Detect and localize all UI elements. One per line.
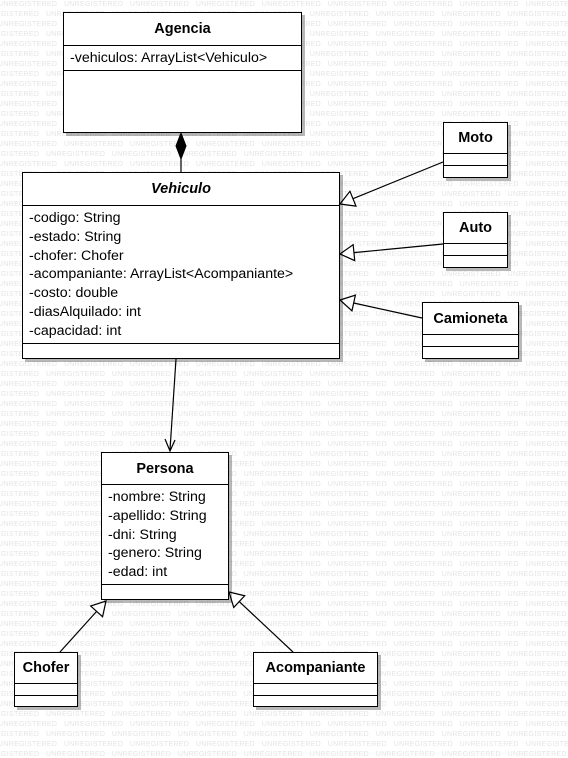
class-moto-name: Moto — [444, 123, 507, 154]
generalization-chofer-arrowhead — [89, 600, 107, 618]
attribute: -dni: String — [108, 526, 177, 543]
generalization-moto-line — [352, 161, 444, 200]
attribute: -chofer: Chofer — [29, 247, 124, 264]
class-vehiculo[interactable]: Vehiculo -codigo: String -estado: String… — [22, 172, 340, 359]
attribute: -codigo: String — [29, 210, 121, 226]
class-persona-operations — [102, 585, 228, 599]
class-agencia[interactable]: Agencia -vehiculos: ArrayList<Vehiculo> — [63, 12, 302, 133]
generalization-camioneta-arrowhead — [338, 294, 357, 312]
class-auto[interactable]: Auto — [443, 212, 508, 268]
attribute: -apellido: String — [108, 507, 207, 524]
class-chofer-name: Chofer — [15, 653, 77, 684]
class-acompaniante-operations — [254, 696, 377, 706]
attribute: -genero: String — [108, 545, 202, 562]
class-camioneta[interactable]: Camioneta — [422, 302, 519, 359]
class-persona-name: Persona — [102, 453, 228, 485]
class-acompaniante-attributes — [254, 684, 377, 696]
class-acompaniante-name: Acompaniante — [254, 653, 377, 684]
generalization-auto-line — [353, 243, 444, 254]
class-auto-attributes — [444, 244, 507, 256]
class-moto[interactable]: Moto — [443, 122, 508, 178]
generalization-acompaniante-line — [238, 601, 294, 653]
class-vehiculo-operations — [23, 344, 339, 358]
class-auto-name: Auto — [444, 213, 507, 244]
class-camioneta-attributes — [423, 335, 518, 347]
class-chofer[interactable]: Chofer — [14, 652, 78, 707]
class-camioneta-operations — [423, 347, 518, 358]
attribute: -vehiculos: ArrayList<Vehiculo> — [70, 50, 268, 66]
attribute: -diasAlquilado: int — [29, 303, 141, 320]
generalization-camioneta-line — [353, 302, 423, 319]
generalization-acompaniante-arrowhead — [228, 591, 246, 609]
class-vehiculo-name: Vehiculo — [23, 173, 339, 206]
association-line — [169, 358, 177, 451]
class-agencia-attributes: -vehiculos: ArrayList<Vehiculo> — [64, 46, 301, 71]
generalization-chofer-line — [59, 610, 98, 653]
generalization-moto-arrowhead — [338, 190, 357, 207]
class-acompaniante[interactable]: Acompaniante — [253, 652, 378, 707]
class-persona-attributes: -nombre: String -apellido: String -dni: … — [102, 485, 228, 585]
class-chofer-attributes — [15, 684, 77, 696]
class-camioneta-name: Camioneta — [423, 303, 518, 335]
attribute: -estado: String — [29, 228, 122, 245]
class-moto-operations — [444, 166, 507, 177]
generalization-auto-arrowhead — [338, 243, 356, 262]
class-agencia-name: Agencia — [64, 13, 301, 46]
class-chofer-operations — [15, 696, 77, 706]
attribute: -acompaniante: ArrayList<Acompaniante> — [29, 266, 294, 283]
class-auto-operations — [444, 256, 507, 267]
association-arrowhead — [164, 438, 176, 453]
composition-diamond — [175, 131, 187, 161]
class-moto-attributes — [444, 154, 507, 166]
attribute: -capacidad: int — [29, 322, 122, 339]
attribute: -nombre: String — [108, 489, 206, 505]
attribute: -edad: int — [108, 564, 168, 581]
class-agencia-operations — [64, 71, 301, 132]
class-persona[interactable]: Persona -nombre: String -apellido: Strin… — [101, 452, 229, 600]
attribute: -costo: double — [29, 285, 119, 302]
class-vehiculo-attributes: -codigo: String -estado: String -chofer:… — [23, 206, 339, 344]
